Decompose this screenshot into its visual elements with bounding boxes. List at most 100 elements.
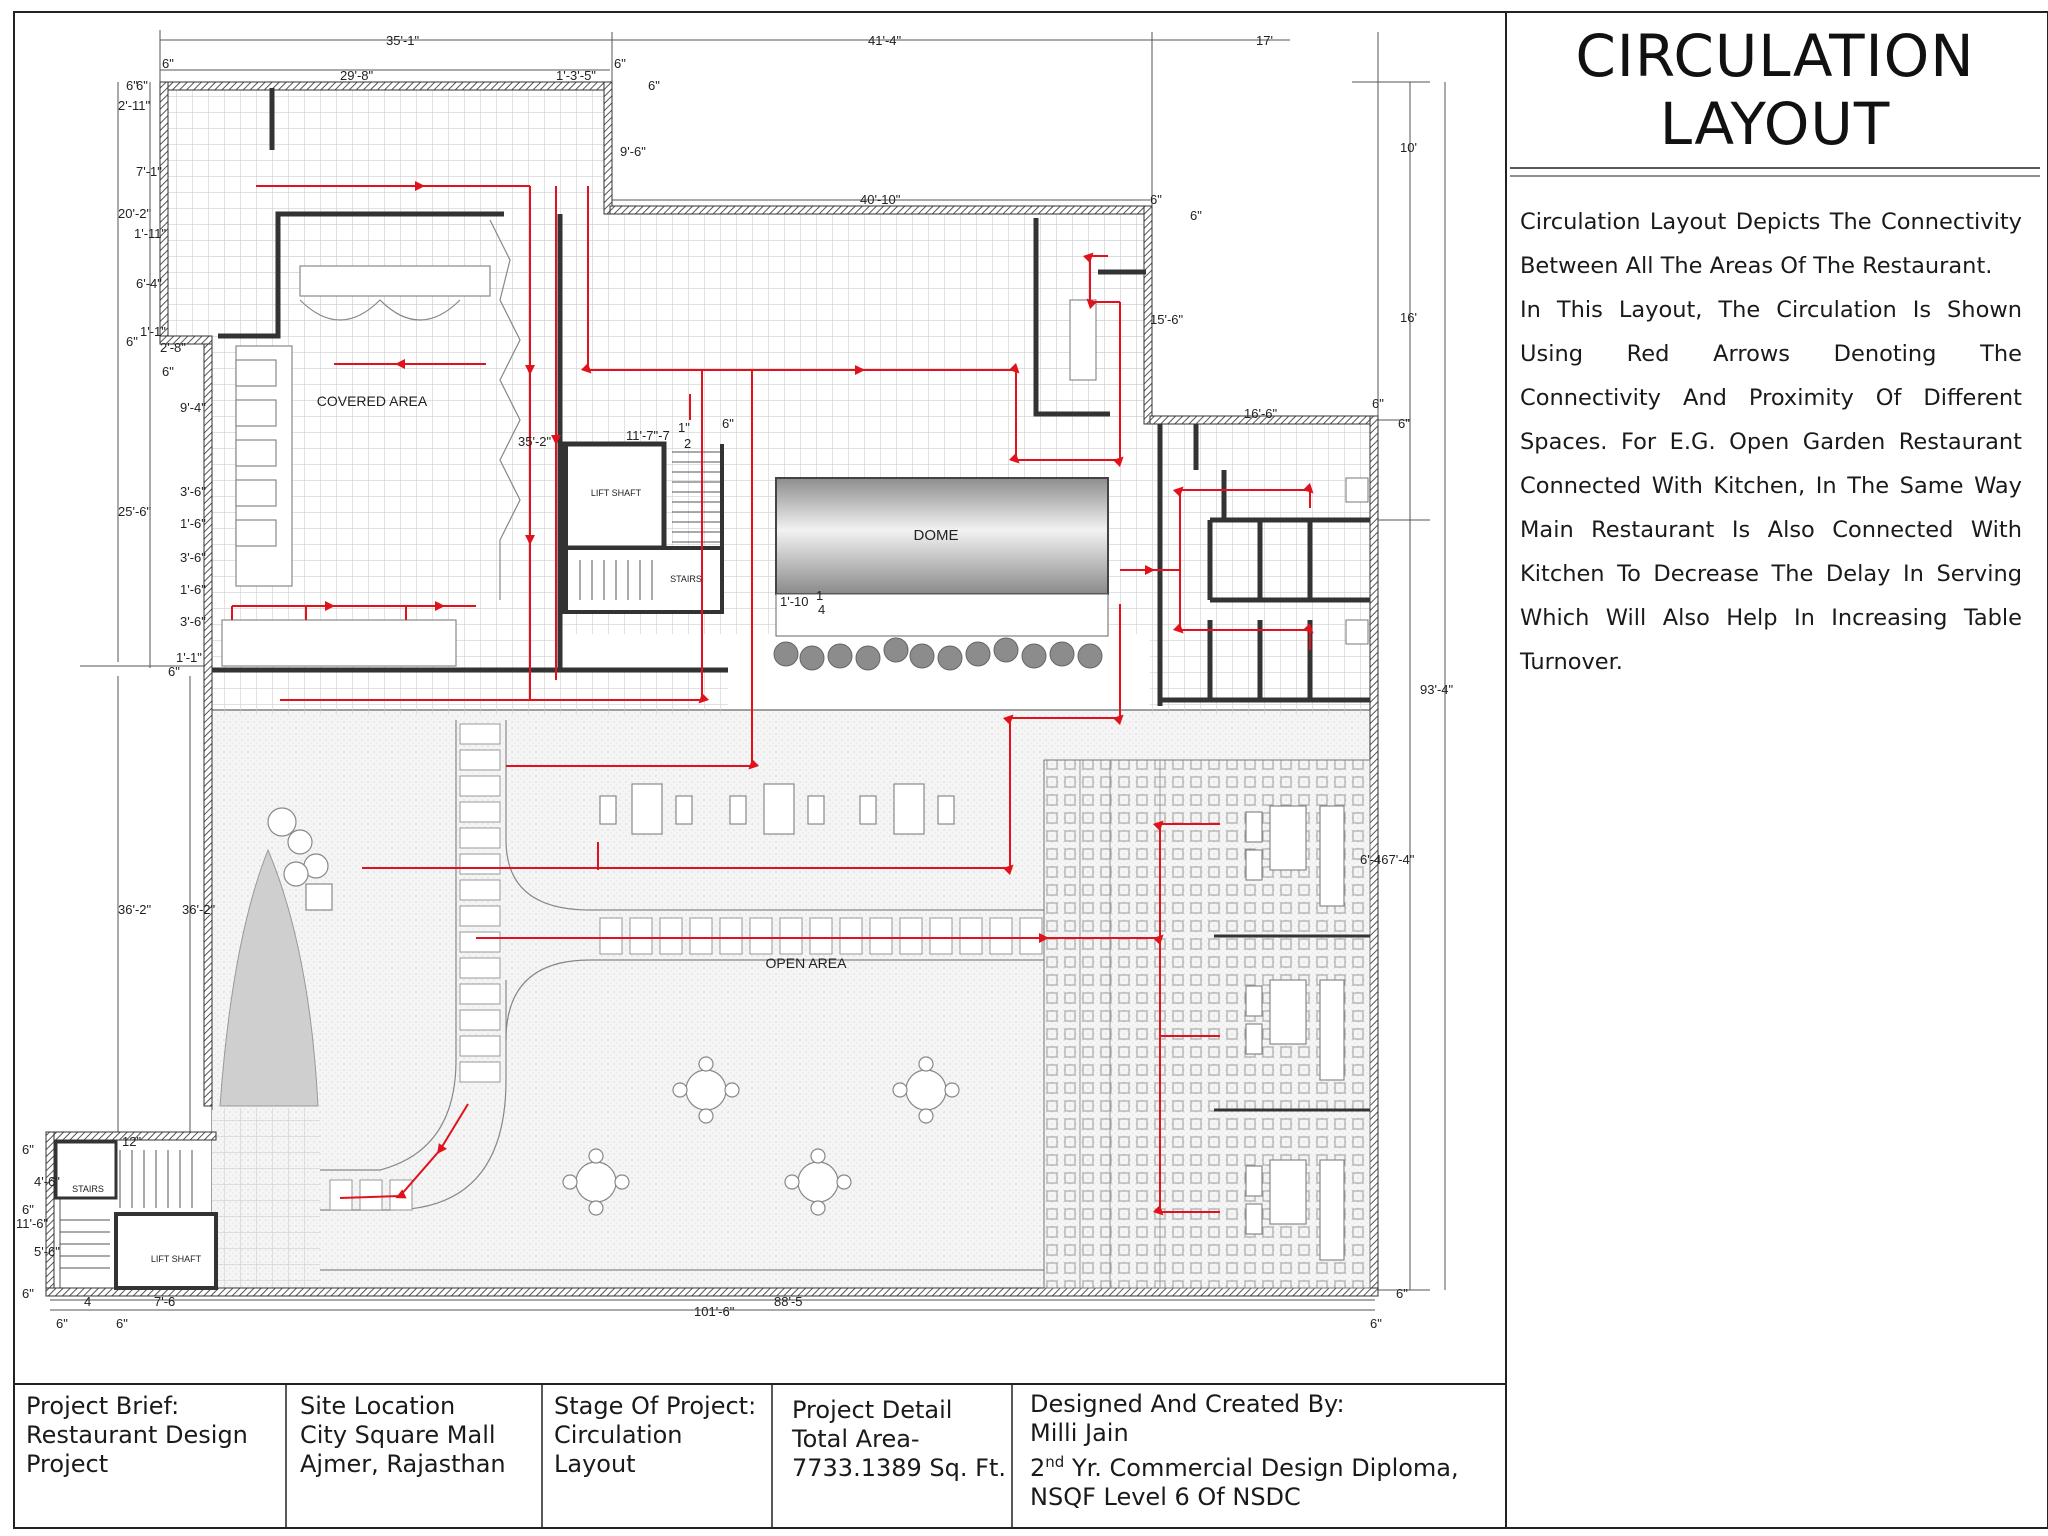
brief-line-1: Project Brief: xyxy=(26,1392,180,1420)
footer-designer: Designed And Created By: Milli Jain 2nd … xyxy=(1030,1390,1500,1522)
dim-left-3-6b: 3'-6" xyxy=(180,550,206,565)
footer-dividers xyxy=(285,1384,1013,1528)
dim-left-6: 6" xyxy=(126,78,138,93)
designer-line-4: NSQF Level 6 Of NSDC xyxy=(1030,1483,1301,1511)
dim-16-6: 16'-6" xyxy=(1244,406,1278,421)
label-lift-shaft: LIFT SHAFT xyxy=(591,488,642,498)
dim-bot-88-5: 88'-5 xyxy=(774,1294,803,1309)
dimension-labels: 35'-1" 41'-4" 17' 29'-8" 6" 6" 1'-3'-5" … xyxy=(16,33,1454,1331)
dim-6d: 6" xyxy=(648,78,660,93)
dim-bot-6b: 6" xyxy=(116,1316,128,1331)
dim-29-8: 29'-8" xyxy=(340,68,374,83)
designer-year-num: 2 xyxy=(1030,1454,1046,1482)
dim-6a: 6" xyxy=(162,56,174,71)
description-p2: In This Layout, The Circulation Is Shown… xyxy=(1520,297,2022,675)
dim-top-1: 35'-1" xyxy=(386,33,420,48)
brief-line-3: Project xyxy=(26,1450,109,1478)
label-stairs: STAIRS xyxy=(670,574,702,584)
site-line-3: Ajmer, Rajasthan xyxy=(300,1450,506,1478)
dim-40-10: 40'-10" xyxy=(860,192,901,207)
designer-line-2: Milli Jain xyxy=(1030,1419,1129,1447)
dome xyxy=(775,477,1109,637)
detail-line-3: 7733.1389 Sq. Ft. xyxy=(792,1454,1006,1482)
dim-15-6: 15'-6" xyxy=(1150,312,1184,327)
dim-left-1-1: 1'-1" xyxy=(140,324,166,339)
dim-6e: 6" xyxy=(1150,192,1162,207)
circulation-arrows xyxy=(231,181,1314,1216)
dim-bl-11-6: 11'-6" xyxy=(16,1216,49,1231)
dim-4: 4 xyxy=(818,602,825,617)
label-lower-stairs: STAIRS xyxy=(72,1184,104,1194)
dim-left-1-6a: 1'-6" xyxy=(180,516,206,531)
dim-top-2: 41'-4" xyxy=(868,33,902,48)
dim-left-9-4: 9'-4" xyxy=(180,400,206,415)
footer-project-brief: Project Brief: Restaurant Design Project xyxy=(26,1392,281,1524)
dim-bl-6b: 6" xyxy=(22,1202,34,1217)
dim-1-3-5: 1'-3'-5" xyxy=(556,68,596,83)
dim-bot-6c: 6" xyxy=(1396,1286,1408,1301)
dim-9-6: 9'-6" xyxy=(620,144,646,159)
footer-stage: Stage Of Project: Circulation Layout xyxy=(554,1392,768,1524)
dim-bl-6a: 6" xyxy=(22,1142,34,1157)
dim-left-6c: 6" xyxy=(162,364,174,379)
walls xyxy=(45,81,1379,1297)
dim-left-2-11: 2'-11" xyxy=(118,98,151,113)
label-dome: DOME xyxy=(914,527,959,544)
dim-left-6-4: 6'-4" xyxy=(136,276,162,291)
site-line-2: City Square Mall xyxy=(300,1421,496,1449)
dim-left-1-11: 1'-11" xyxy=(134,226,167,241)
dim-11-7: 11'-7"-7 xyxy=(626,428,670,443)
title-line-1: CIRCULATION xyxy=(1575,22,1975,90)
dim-6f: 6" xyxy=(1190,208,1202,223)
designer-line-3: 2nd Yr. Commercial Design Diploma, xyxy=(1030,1448,1500,1483)
footer-site-location: Site Location City Square Mall Ajmer, Ra… xyxy=(300,1392,538,1524)
dim-16: 16' xyxy=(1400,310,1417,325)
sculpture xyxy=(219,848,319,1107)
dim-93-4: 93'-4" xyxy=(1420,682,1454,697)
dim-6h: 6" xyxy=(1398,416,1410,431)
detail-line-1: Project Detail xyxy=(792,1396,953,1424)
dim-6i: 6" xyxy=(722,416,734,431)
dim-left-3-6c: 3'-6" xyxy=(180,614,206,629)
dim-2: 2 xyxy=(684,436,691,451)
designer-year-sup: nd xyxy=(1045,1453,1065,1471)
dim-bl-5-6: 5'-6" xyxy=(34,1244,60,1259)
site-line-1: Site Location xyxy=(300,1392,456,1420)
dim-left-7-1: 7'-1" xyxy=(136,164,162,179)
dim-6c: 6" xyxy=(614,56,626,71)
brief-line-2: Restaurant Design xyxy=(26,1421,248,1449)
dim-top-3: 17' xyxy=(1256,33,1273,48)
dim-1-4: 1 xyxy=(816,588,823,603)
title-line-2: LAYOUT xyxy=(1659,90,1891,158)
dim-left-36-2b: 36'-2" xyxy=(182,902,216,917)
dim-left-25-6: 25'-6" xyxy=(118,504,152,519)
description: Circulation Layout Depicts The Connectiv… xyxy=(1520,200,2022,684)
dim-left-3-6a: 3'-6" xyxy=(180,484,206,499)
sheet-frame xyxy=(13,11,2048,1529)
dim-6b: 6" xyxy=(136,78,148,93)
dim-bl-12: 12" xyxy=(122,1134,141,1149)
sheet-title: CIRCULATION LAYOUT xyxy=(1510,14,2040,166)
dim-bot-101-6: 101'-6" xyxy=(694,1304,735,1319)
planter-row xyxy=(773,637,1103,671)
lower-lift-stair-core xyxy=(54,1140,218,1290)
dim-left-2-8: 2'-8" xyxy=(160,340,186,355)
dim-bl-4-6: 4'-6" xyxy=(34,1174,60,1189)
stage-line-3: Layout xyxy=(554,1450,636,1478)
designer-year-rest: Yr. Commercial Design Diploma, xyxy=(1064,1454,1459,1482)
dim-left-1-1b: 1'-1" xyxy=(176,650,202,665)
dim-left-6d: 6" xyxy=(168,664,180,679)
description-p1: Circulation Layout Depicts The Connectiv… xyxy=(1520,209,2022,279)
dim-left-20-2: 20'-2" xyxy=(118,206,152,221)
dim-bot-6a: 6" xyxy=(56,1316,68,1331)
right-garden xyxy=(1043,759,1371,1289)
label-lower-lift-shaft: LIFT SHAFT xyxy=(151,1254,202,1264)
open-area-tables xyxy=(267,783,960,1216)
stage-line-1: Stage Of Project: xyxy=(554,1392,757,1420)
dim-10: 10' xyxy=(1400,140,1417,155)
dim-bl-7-6: 7'-6 xyxy=(154,1294,175,1309)
dim-bl-4: 4 xyxy=(84,1294,91,1309)
dim-bl-6c: 6" xyxy=(22,1286,34,1301)
